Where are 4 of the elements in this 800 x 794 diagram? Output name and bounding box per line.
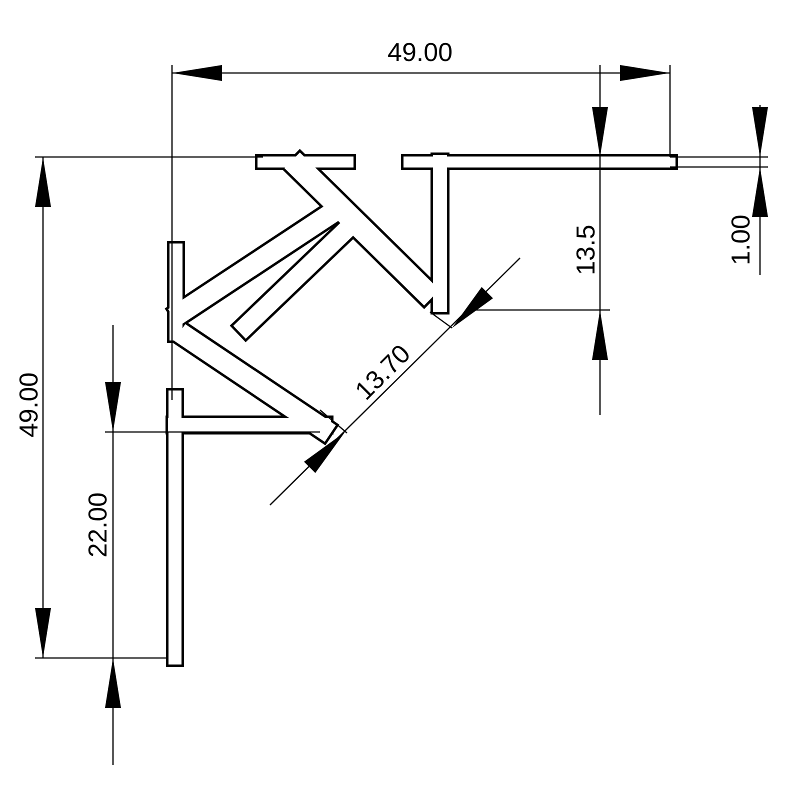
dimension-label: 49.00 xyxy=(15,372,42,438)
dimension-label: 1.00 xyxy=(726,214,753,266)
dimension-label: 49.00 xyxy=(388,39,453,65)
dimension-label: 22.00 xyxy=(84,492,110,558)
